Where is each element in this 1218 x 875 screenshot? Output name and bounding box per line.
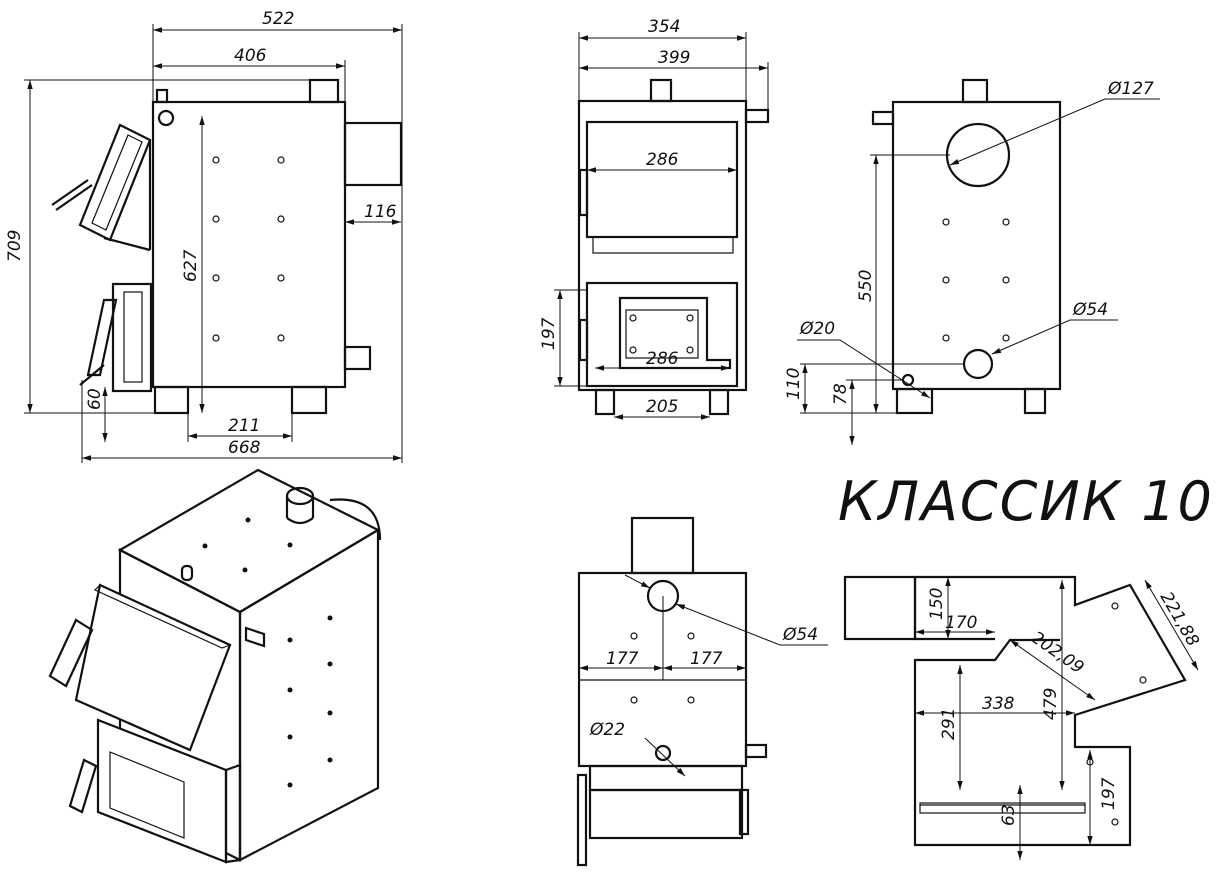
rear-rivet-holes: [942, 218, 1010, 342]
iso-side-holes: [287, 615, 333, 788]
dim-lower-door: 286: [646, 349, 679, 369]
front-side-stub: [744, 108, 770, 124]
side-rivet-holes: [212, 156, 285, 342]
dim-upper-door: 286: [646, 150, 679, 170]
rear-return-port: [962, 348, 994, 380]
dim-flue-h: 150: [927, 588, 947, 620]
dim-flue-center: 550: [856, 270, 876, 302]
dim-sensor-dia: Ø22: [589, 720, 625, 740]
dim-flue-dia: Ø127: [1107, 79, 1154, 99]
dim-return-dia: Ø54: [1072, 300, 1108, 320]
top-rivet-holes: [630, 632, 695, 704]
dim-drain-height: 78: [831, 383, 851, 405]
dim-return-height: 110: [784, 368, 804, 400]
top-sensor-port: [654, 744, 672, 762]
front-body: [577, 99, 748, 392]
side-flue-pipe: [343, 121, 403, 187]
dim-depth: 338: [982, 694, 1015, 714]
side-view: 522 406 709 627 116 60 211 668: [5, 9, 403, 463]
front-top-pipe: [649, 78, 673, 103]
dim-foot-height: 60: [85, 388, 105, 410]
dim-flue-w: 170: [945, 613, 977, 633]
rear-side-stub: [871, 110, 895, 126]
dim-total-depth: 522: [262, 9, 294, 29]
dim-width-outer: 399: [658, 48, 690, 68]
section-outline: [913, 575, 1187, 847]
top-flue-pipe: [630, 516, 695, 575]
rear-flue-outlet: [945, 122, 1011, 188]
dim-base: 205: [646, 397, 678, 417]
dim-body-depth: 406: [234, 46, 267, 66]
dim-overall-depth: 668: [228, 438, 261, 458]
rear-body: [891, 100, 1062, 391]
side-foot-front: [153, 385, 190, 415]
side-body: [151, 100, 347, 389]
iso-flue: [329, 498, 382, 541]
side-top-pipe: [308, 78, 340, 104]
rear-view: Ø127 Ø54 Ø20 550 110 78: [784, 78, 1160, 445]
isometric-view: [48, 468, 382, 864]
front-view: 354 399 286 197 286 205: [539, 17, 770, 420]
side-sensor-port: [157, 109, 175, 127]
dim-diag: 202,09: [1027, 628, 1087, 679]
iso-top-holes: [202, 517, 293, 573]
dim-chamber-h: 291: [939, 708, 959, 740]
dim-flue-offset: 116: [364, 202, 397, 222]
dim-supply-dia: Ø54: [782, 625, 818, 645]
dim-height: 709: [5, 230, 25, 262]
iso-lower-door: [96, 718, 228, 864]
model-title: КЛАССИК 10: [838, 470, 1214, 533]
side-return-pipe: [343, 345, 372, 371]
side-upper-door: [51, 123, 152, 252]
side-top-stub: [155, 88, 169, 104]
dim-total-h: 479: [1041, 688, 1061, 720]
dim-flue-height: 627: [181, 249, 201, 282]
front-upper-door: [585, 120, 739, 239]
side-lower-door: [79, 282, 153, 393]
top-view: 177 177 Ø54 Ø22: [576, 516, 828, 867]
dim-grate: 63: [999, 804, 1019, 826]
dim-left-offset: 177: [606, 649, 639, 669]
iso-side-face: [238, 528, 380, 862]
section-view: 150 170 202,09 221,88 338 291 479 197 63: [843, 575, 1203, 860]
side-foot-back: [290, 385, 328, 415]
dim-width-inner: 354: [648, 17, 680, 37]
rear-top-pipe: [961, 78, 989, 104]
section-flue: [843, 575, 917, 641]
dim-foot-spacing: 211: [228, 416, 260, 436]
dim-drain-dia: Ø20: [799, 319, 835, 339]
iso-top-face: [117, 468, 381, 614]
dim-ash-h: 197: [1099, 777, 1119, 810]
dim-right-offset: 177: [690, 649, 723, 669]
dim-lower-door-height: 197: [539, 317, 559, 350]
